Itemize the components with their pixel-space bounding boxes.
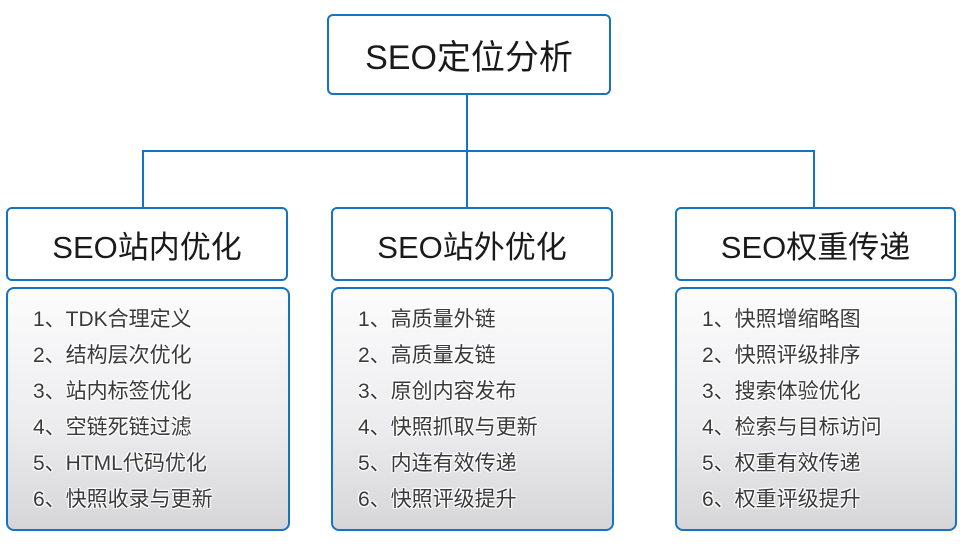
list-item: 1、快照增缩略图 <box>702 308 861 331</box>
connector-horizontal-bar <box>142 150 815 152</box>
list-item: 6、快照评级提升 <box>358 488 517 511</box>
root-node: SEO定位分析 <box>327 14 611 95</box>
branch-header-offsite: SEO站外优化 <box>331 207 613 281</box>
connector-middle-drop <box>466 150 468 208</box>
branch-title: SEO权重传递 <box>720 229 911 265</box>
list-item: 5、内连有效传递 <box>358 452 517 475</box>
branch-title: SEO站内优化 <box>52 229 242 265</box>
branch-list-offsite: 1、高质量外链 2、高质量友链 3、原创内容发布 4、快照抓取与更新 5、内连有… <box>331 287 614 531</box>
branch-list-weight: 1、快照增缩略图 2、快照评级排序 3、搜索体验优化 4、检索与目标访问 5、权… <box>675 287 957 531</box>
list-item: 1、TDK合理定义 <box>33 308 192 331</box>
branch-list-onsite: 1、TDK合理定义 2、结构层次优化 3、站内标签优化 4、空链死链过滤 5、H… <box>6 287 290 531</box>
root-node-title: SEO定位分析 <box>365 39 573 77</box>
branch-header-weight: SEO权重传递 <box>675 207 956 281</box>
list-item: 2、结构层次优化 <box>33 344 192 367</box>
list-item: 5、权重有效传递 <box>702 452 861 475</box>
list-item: 4、空链死链过滤 <box>33 416 192 439</box>
connector-left-drop <box>142 150 144 208</box>
list-item: 3、原创内容发布 <box>358 380 517 403</box>
connector-root-vertical <box>466 95 468 152</box>
branch-header-onsite: SEO站内优化 <box>6 207 288 281</box>
connector-right-drop <box>813 150 815 208</box>
list-item: 5、HTML代码优化 <box>33 452 207 475</box>
list-item: 6、权重评级提升 <box>702 488 861 511</box>
list-item: 4、快照抓取与更新 <box>358 416 538 439</box>
list-item: 3、站内标签优化 <box>33 380 192 403</box>
list-item: 2、高质量友链 <box>358 344 496 367</box>
list-item: 3、搜索体验优化 <box>702 380 861 403</box>
branch-title: SEO站外优化 <box>377 229 567 265</box>
list-item: 4、检索与目标访问 <box>702 416 882 439</box>
list-item: 6、快照收录与更新 <box>33 488 213 511</box>
list-item: 2、快照评级排序 <box>702 344 861 367</box>
list-item: 1、高质量外链 <box>358 308 496 331</box>
